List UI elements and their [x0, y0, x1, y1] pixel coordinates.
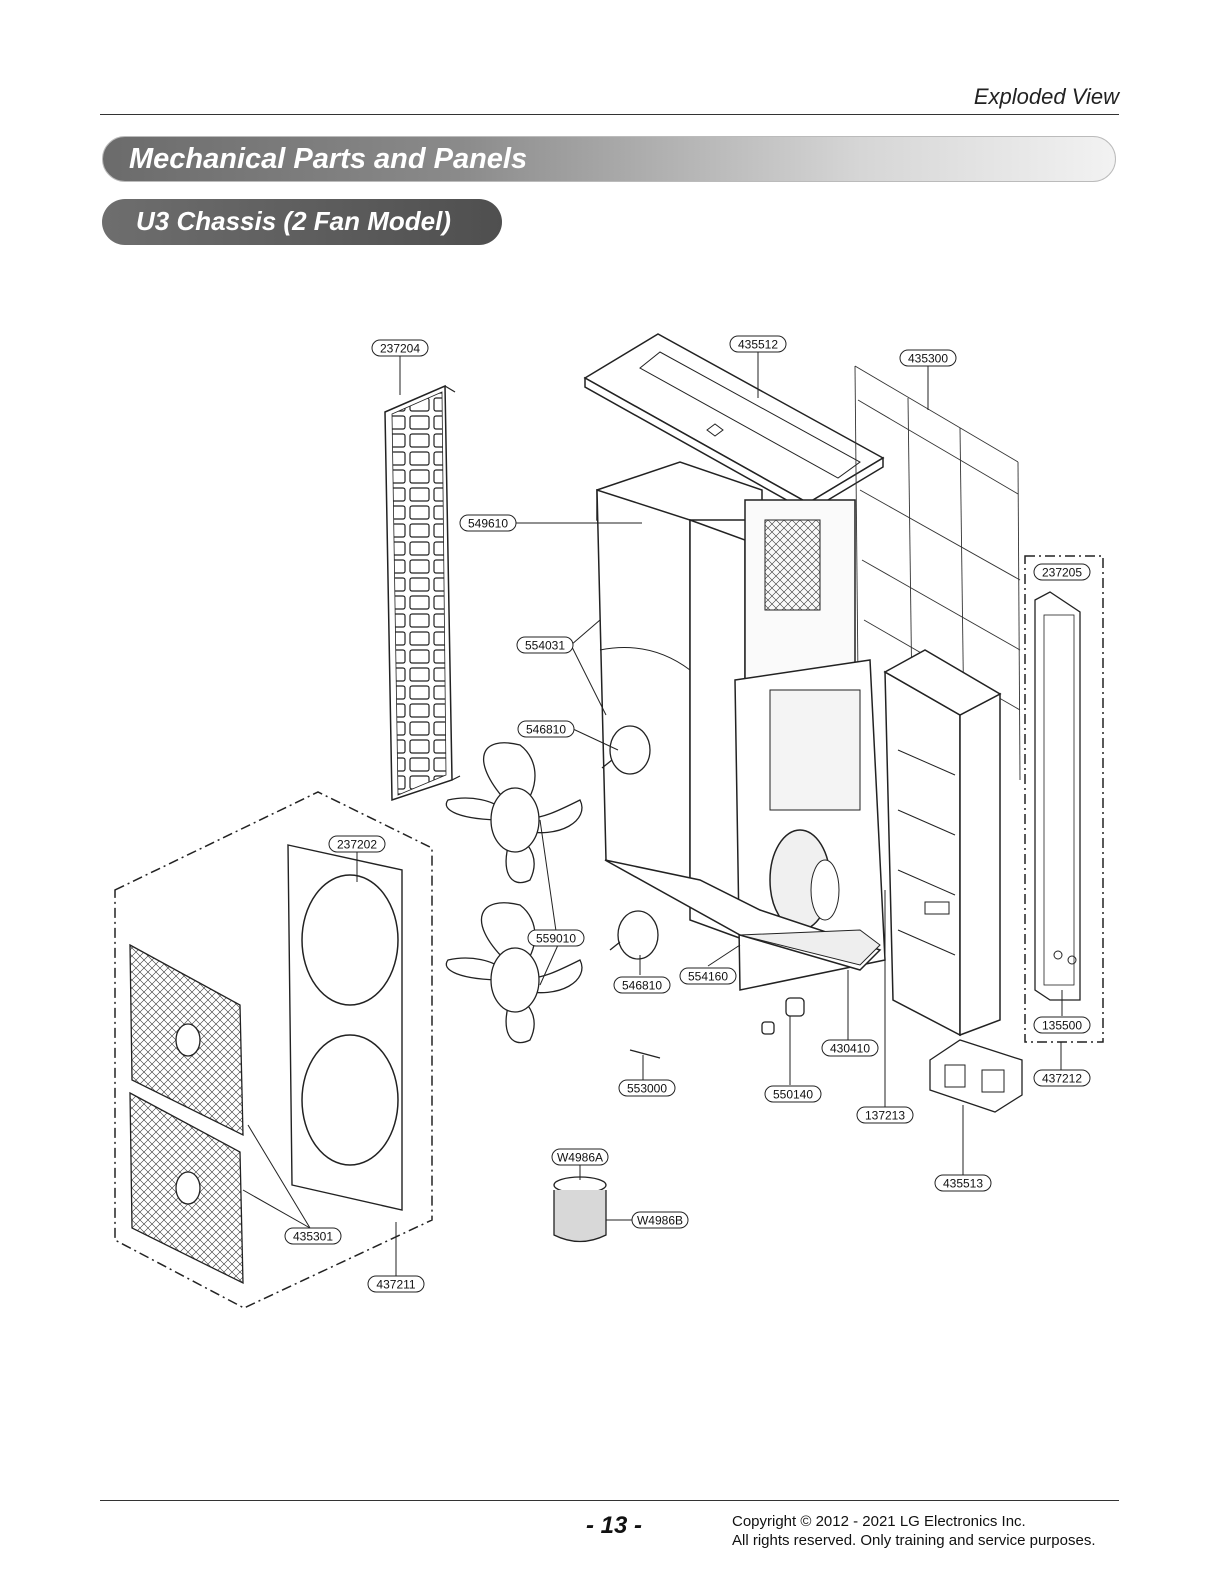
lower-propeller-fan: [445, 902, 583, 1044]
part-label-437212: 437212: [1033, 1069, 1091, 1087]
side-louver-panel: [384, 384, 461, 802]
part-number-text: 237202: [337, 838, 377, 852]
section-title-bar: Mechanical Parts and Panels: [102, 136, 1116, 182]
part-number-text: 430410: [830, 1042, 870, 1056]
header-title: Exploded View: [973, 84, 1119, 109]
lower-fan-guard: [129, 1091, 244, 1285]
front-side-panel: [883, 649, 1002, 1037]
part-number-text: 435512: [738, 338, 778, 352]
part-label-137213: 137213: [856, 1106, 914, 1124]
right-side-panel-group: [1024, 555, 1104, 1043]
part-label-435300: 435300: [899, 349, 957, 367]
upper-propeller-fan: [445, 742, 583, 884]
part-label-237204: 237204: [371, 339, 429, 357]
part-label-553000: 553000: [618, 1079, 676, 1097]
part-number-text: 437211: [376, 1278, 415, 1292]
part-label-435513: 435513: [934, 1174, 992, 1192]
part-label-554160: 554160: [679, 967, 737, 985]
part-labels: 237204 435512 435300 549610 237205 554031 5468…: [284, 335, 1091, 1293]
front-panel-group: [114, 791, 433, 1309]
part-label-435512: 435512: [729, 335, 787, 353]
part-label-559010: 559010: [527, 929, 585, 947]
part-label-549610: 549610: [459, 514, 517, 532]
part-number-text: 553000: [627, 1082, 667, 1096]
lower-fan-motor: [609, 910, 659, 960]
part-number-text: W4986B: [637, 1214, 683, 1228]
part-label-W4986B: W4986B: [631, 1211, 689, 1229]
part-label-435301: 435301: [284, 1227, 342, 1245]
part-number-text: 559010: [536, 932, 576, 946]
part-number-text: 554160: [688, 970, 728, 984]
part-number-text: 546810: [526, 723, 566, 737]
part-number-text: 554031: [525, 639, 565, 653]
part-number-text: W4986A: [557, 1151, 603, 1165]
part-label-237205: 237205: [1033, 563, 1091, 581]
part-label-554031: 554031: [516, 636, 574, 654]
rear-wire-grille: [854, 365, 1021, 781]
part-label-550140: 550140: [764, 1085, 822, 1103]
part-label-135500: 135500: [1033, 1016, 1091, 1034]
header-rule: [100, 114, 1119, 115]
part-number-text: 549610: [468, 517, 508, 531]
accessory-cylinder: [553, 1176, 607, 1243]
footer-rule: [100, 1500, 1119, 1501]
part-label-430410: 430410: [821, 1039, 879, 1057]
subsection-title: U3 Chassis (2 Fan Model): [136, 206, 451, 236]
main-chassis-body: [596, 461, 886, 991]
part-number-text: 237204: [380, 342, 420, 356]
drain-plug: [629, 997, 805, 1059]
part-number-text: 135500: [1042, 1019, 1082, 1033]
part-number-text: 237205: [1042, 566, 1082, 580]
subsection-title-bar: U3 Chassis (2 Fan Model): [102, 199, 502, 245]
part-label-437211: 437211: [367, 1275, 425, 1293]
copyright-line-2: All rights reserved. Only training and s…: [732, 1532, 1096, 1549]
part-label-546810: 546810: [517, 720, 575, 738]
leader-lines: [242, 352, 1063, 1276]
page-number: - 13 -: [586, 1512, 643, 1539]
part-number-text: 437212: [1042, 1072, 1082, 1086]
part-number-text: 550140: [773, 1088, 813, 1102]
copyright: Copyright © 2012 - 2021 LG Electronics I…: [732, 1512, 1096, 1550]
upper-fan-motor: [601, 725, 651, 775]
part-number-text: 435300: [908, 352, 948, 366]
rear-corner-cover: [929, 1039, 1023, 1113]
part-number-text: 435513: [943, 1177, 983, 1191]
copyright-line-1: Copyright © 2012 - 2021 LG Electronics I…: [732, 1513, 1026, 1530]
upper-fan-guard: [129, 943, 244, 1137]
part-number-text: 137213: [865, 1109, 905, 1123]
section-title: Mechanical Parts and Panels: [129, 143, 528, 175]
part-label-237202: 237202: [328, 835, 386, 853]
part-number-text: 546810: [622, 979, 662, 993]
part-label-W4986A: W4986A: [551, 1148, 609, 1166]
part-number-text: 435301: [293, 1230, 333, 1244]
part-label-546810: 546810: [613, 976, 671, 994]
